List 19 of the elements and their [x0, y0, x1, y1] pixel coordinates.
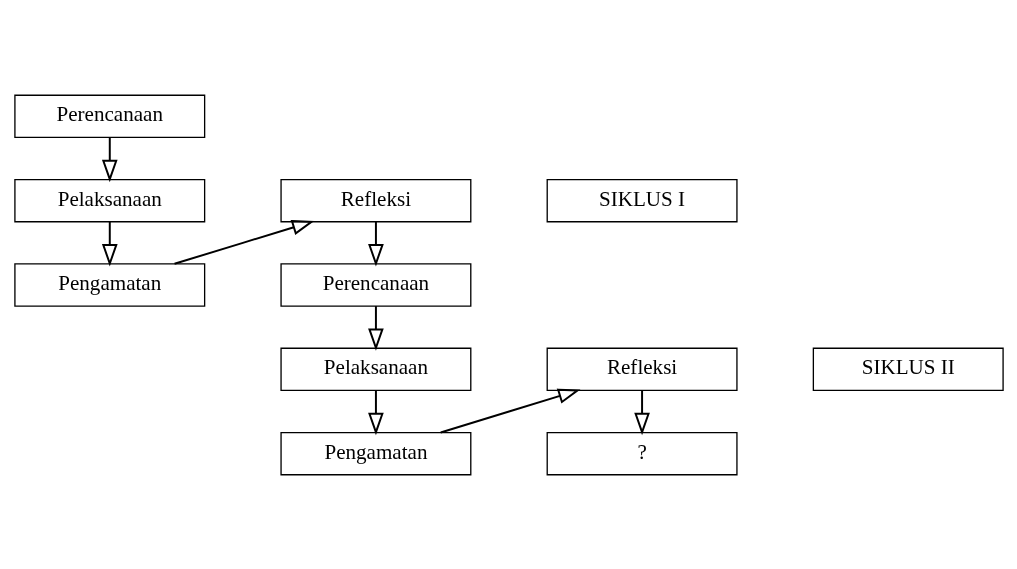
- node-box: Pelaksanaan: [13, 178, 205, 222]
- arrow: [367, 220, 384, 266]
- arrow: [101, 135, 118, 182]
- arrow: [367, 388, 384, 435]
- arrow: [439, 388, 580, 433]
- node-box: SIKLUS I: [546, 178, 738, 222]
- arrow: [173, 219, 314, 265]
- arrow: [367, 304, 384, 351]
- node-box: ?: [546, 431, 738, 475]
- node-box: Pelaksanaan: [279, 347, 471, 391]
- node-box: Refleksi: [279, 178, 471, 222]
- arrow: [633, 388, 650, 435]
- node-box: Pengamatan: [279, 431, 471, 475]
- node-box: Refleksi: [546, 347, 738, 391]
- node-box: Perencanaan: [13, 94, 205, 138]
- arrow: [101, 220, 118, 266]
- node-box: Perencanaan: [279, 262, 471, 307]
- node-box: Pengamatan: [13, 262, 205, 307]
- node-box: SIKLUS II: [812, 347, 1004, 391]
